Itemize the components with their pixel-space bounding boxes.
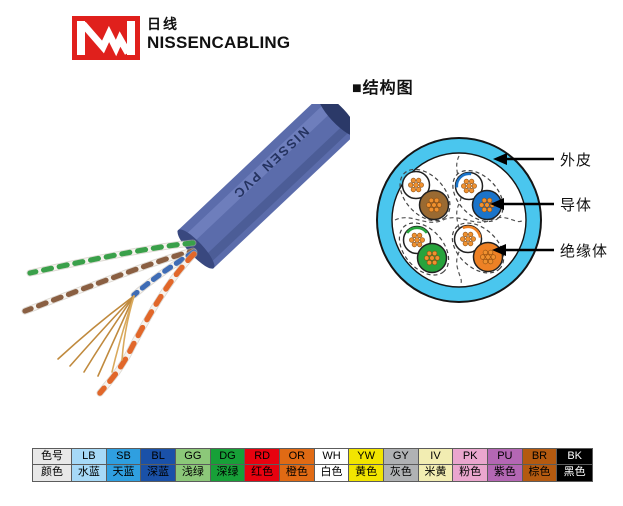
color-code-cell: 色号 xyxy=(33,449,72,465)
pair-outlines xyxy=(398,168,505,276)
twisted-pairs xyxy=(21,239,198,397)
color-name-cell: 灰色 xyxy=(384,465,419,481)
callout-arrows xyxy=(503,157,554,252)
color-code-cell: PU xyxy=(488,449,523,465)
color-name-cell: 深绿 xyxy=(210,465,246,481)
blue-stripe xyxy=(455,172,483,200)
label-sheath: 外皮 xyxy=(560,152,592,169)
label-insulation: 绝缘体 xyxy=(560,243,608,260)
color-code-cell: BL xyxy=(141,449,176,465)
section-title: ■结构图 xyxy=(352,80,414,97)
color-code-cell: GG xyxy=(176,449,211,465)
color-name-cell: 黑色 xyxy=(557,465,592,481)
color-code-cell: IV xyxy=(418,449,454,465)
color-name-cell: 粉色 xyxy=(453,465,488,481)
color-name-cell: 红色 xyxy=(245,465,280,481)
cable-jacket: NISSEN PVC xyxy=(177,104,350,269)
label-conductor: 导体 xyxy=(560,197,592,214)
brand-logo-icon xyxy=(72,16,140,60)
brown-white-pair xyxy=(21,247,197,315)
color-code-cell: YW xyxy=(349,449,384,465)
color-name-cell: 棕色 xyxy=(522,465,558,481)
brand-text: 日线 NISSENCABLING xyxy=(147,16,290,52)
color-name-cell: 橙色 xyxy=(280,465,315,481)
green-stripe xyxy=(403,226,431,254)
color-code-cell: DG xyxy=(210,449,246,465)
color-name-cell: 水蓝 xyxy=(72,465,107,481)
green-white-pair xyxy=(26,239,197,277)
color-code-cell: GY xyxy=(384,449,419,465)
cable-photo: NISSEN PVC xyxy=(21,104,350,397)
sheath-arrowhead xyxy=(493,153,507,165)
color-code-cell: RD xyxy=(245,449,280,465)
color-name-cell: 紫色 xyxy=(488,465,523,481)
structure-diagram: 外皮 导体 绝缘体 xyxy=(376,137,608,303)
brand-header: 日线 NISSENCABLING xyxy=(72,16,290,61)
insulation-arrowhead xyxy=(492,244,506,256)
brand-name-cn: 日线 xyxy=(147,16,179,32)
color-code-cell: PK xyxy=(453,449,488,465)
color-code-cell: SB xyxy=(106,449,142,465)
color-code-cell: WH xyxy=(314,449,350,465)
color-name-cell: 白色 xyxy=(314,465,350,481)
color-name-cell: 颜色 xyxy=(33,465,72,481)
orange-white-pair xyxy=(96,250,198,397)
copper-strands xyxy=(57,295,135,377)
color-name-cell: 黄色 xyxy=(349,465,384,481)
color-name-cell: 深蓝 xyxy=(141,465,176,481)
color-code-cell: OR xyxy=(280,449,315,465)
orange-stripe xyxy=(454,225,482,253)
brand-name-en: NISSENCABLING xyxy=(147,33,291,52)
color-name-cell: 米黄 xyxy=(418,465,454,481)
color-code-cell: BR xyxy=(522,449,558,465)
color-code-cell: LB xyxy=(72,449,107,465)
color-name-cell: 浅绿 xyxy=(176,465,211,481)
color-name-cell: 天蓝 xyxy=(106,465,142,481)
conductor-arrowhead xyxy=(490,198,504,210)
color-code-cell: BK xyxy=(557,449,592,465)
